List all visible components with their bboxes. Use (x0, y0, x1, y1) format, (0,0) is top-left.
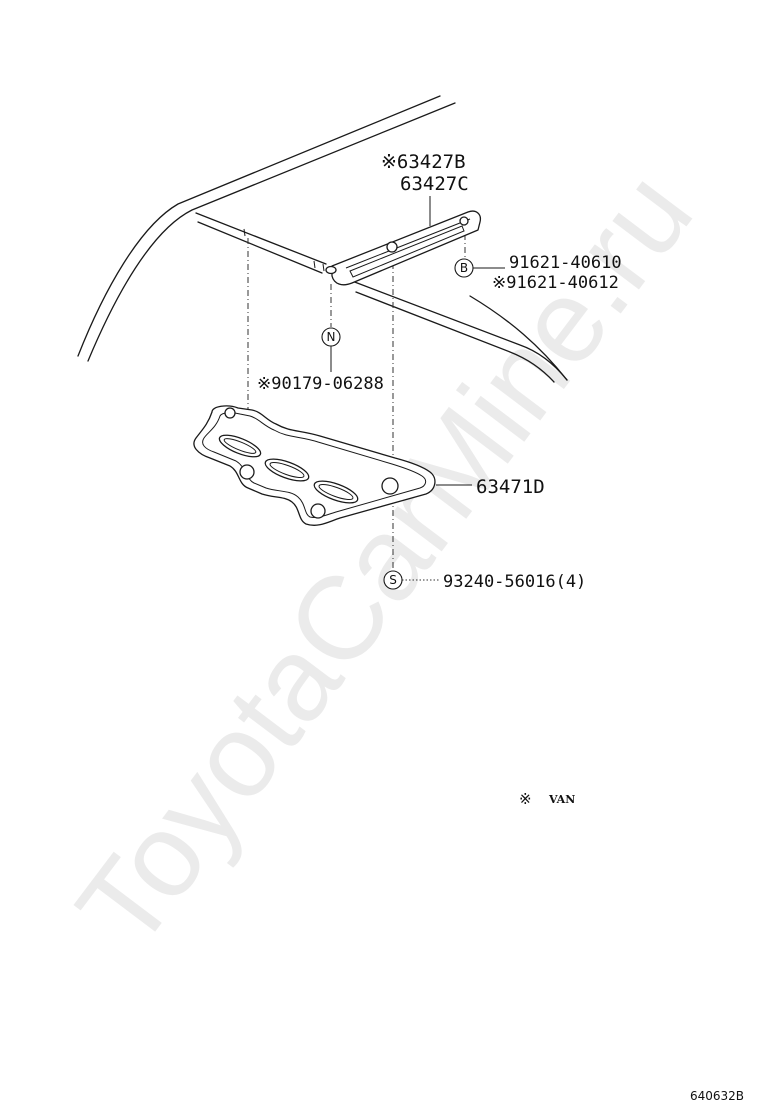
label-63427b: ※63427B (381, 151, 466, 173)
callout-b: B (454, 258, 474, 278)
callout-n-letter: N (327, 330, 336, 344)
roof-rail-bracket (325, 210, 482, 286)
leader-lines (330, 196, 505, 581)
note-text: VAN (548, 793, 575, 806)
roof-outline (77, 95, 568, 383)
note-symbol: ※ (519, 790, 532, 808)
callout-n: N (321, 327, 341, 347)
panel-bosses (224, 407, 399, 519)
label-63471d: 63471D (476, 476, 545, 498)
label-91621-40610: 91621-40610 (509, 253, 622, 273)
label-90179-06288: ※90179-06288 (257, 374, 384, 394)
label-91621-40612: ※91621-40612 (492, 273, 619, 293)
callout-s: S (383, 570, 403, 590)
diagram-code: 640632B (690, 1089, 744, 1103)
label-93240-56016: 93240-56016(4) (443, 572, 586, 592)
legend-note: ※ VAN (519, 790, 575, 808)
roof-inner-panel (193, 405, 436, 526)
callout-s-letter: S (389, 573, 397, 587)
panel-slots (218, 434, 359, 504)
label-63427c: 63427C (400, 173, 469, 195)
callout-b-letter: B (460, 261, 468, 275)
